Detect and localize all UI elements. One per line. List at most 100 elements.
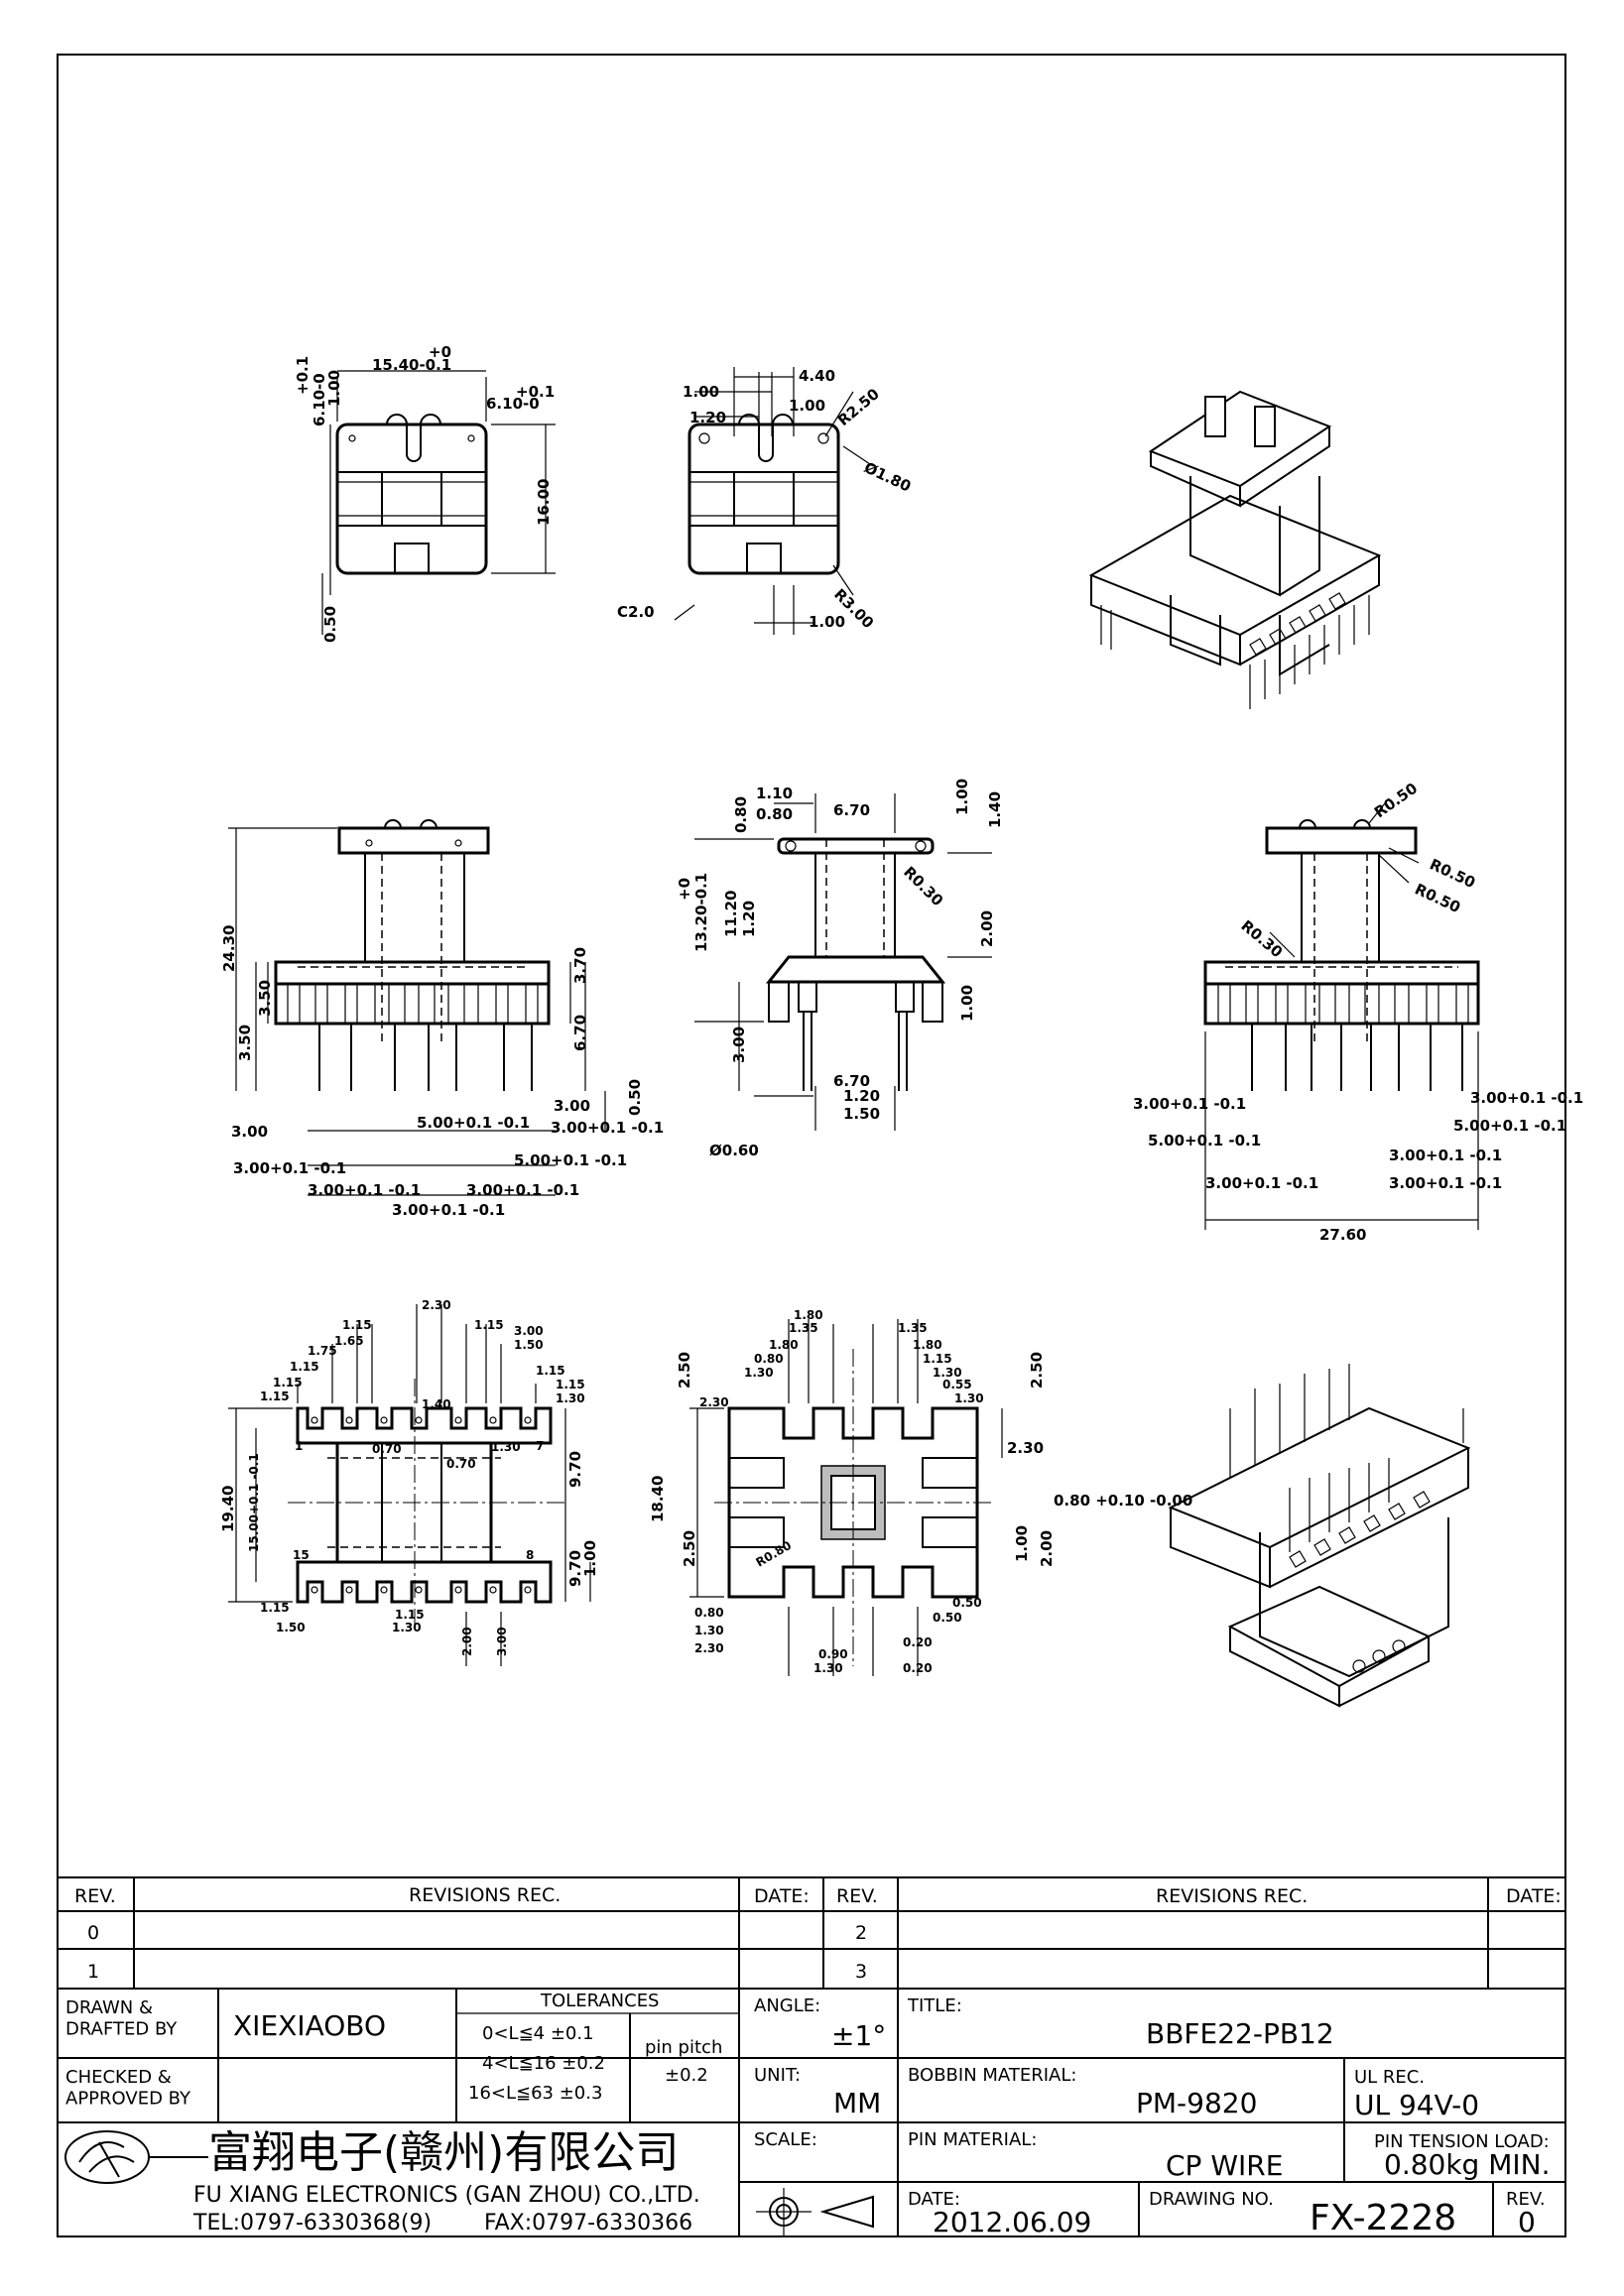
dim-label: 3.00+0.1 -0.1 <box>551 1119 664 1137</box>
dim-label: Ø1.80 <box>861 458 914 495</box>
dim-label: 0.55 <box>942 1378 972 1391</box>
dim-label: 9.70 <box>566 1451 584 1488</box>
dim-label: 0.20 <box>903 1661 933 1675</box>
dim-label: R2.50 <box>834 385 883 429</box>
revisions-header: REVISIONS REC. <box>1156 1885 1308 1907</box>
dim-label: 1.00 <box>683 383 719 401</box>
dim-label: 0.50 <box>952 1596 982 1610</box>
bobbin-material-label: BOBBIN MATERIAL: <box>908 2065 1076 2086</box>
angle-label: ANGLE: <box>754 1995 820 2016</box>
rev-header: REV. <box>836 1885 878 1907</box>
dim-label: 1.30 <box>813 1661 843 1675</box>
dim-label: 3.50 <box>236 1025 254 1061</box>
dim-label: 1.00 <box>809 613 845 631</box>
dim-label: 1.00 <box>581 1540 599 1577</box>
dim-label: 0.20 <box>903 1635 933 1649</box>
revisions-header: REVISIONS REC. <box>409 1884 561 1906</box>
dim-label: +0 <box>429 343 451 361</box>
dim-label: 1.30 <box>392 1621 422 1634</box>
dim-label: 24.30 <box>220 925 238 972</box>
bobbin-material-value: PM-9820 <box>1136 2087 1257 2119</box>
pin-pitch-value: ±0.2 <box>665 2065 708 2086</box>
dim-label: 16.00 <box>535 479 553 526</box>
dim-label: Ø0.60 <box>709 1142 759 1159</box>
dim-label: R0.30 <box>1237 916 1286 961</box>
dim-label: 0.50 <box>626 1079 644 1116</box>
dim-label: R0.50 <box>1412 880 1463 916</box>
dim-label: 2.50 <box>681 1530 698 1567</box>
company-logo <box>64 2130 150 2184</box>
dim-label: 0.70 <box>372 1442 402 1456</box>
dim-label: 1.80 <box>769 1338 799 1352</box>
tolerance-row: 0<L≦4 ±0.1 <box>482 2023 594 2044</box>
rev-label: REV. <box>1506 2189 1546 2210</box>
dim-label: 4.40 <box>799 367 835 385</box>
dim-label: 5.00+0.1 -0.1 <box>514 1151 627 1169</box>
dim-label: 6.10-0 <box>486 395 540 413</box>
view-front-right: R0.50 R0.50 R0.50 R0.30 3.00+0.1 -0.1 3.… <box>1133 780 1583 1244</box>
dim-label: 3.00+0.1 -0.1 <box>392 1201 505 1219</box>
dim-label: 1.30 <box>954 1391 984 1405</box>
dim-label: C2.0 <box>617 603 655 621</box>
dim-label: 19.40 <box>219 1486 237 1532</box>
dim-label: 0.80 <box>694 1606 724 1620</box>
dim-label: 3.50 <box>256 980 274 1017</box>
dim-label: 3.00 <box>231 1123 268 1141</box>
dim-label: 3.00 <box>730 1027 748 1063</box>
tolerances-label: TOLERANCES <box>540 1991 660 2011</box>
rev-row: 0 <box>87 1922 99 1944</box>
dim-label: R0.50 <box>1371 780 1421 822</box>
view-top-left: +0 15.40-0.1 +0.1 6.10-0 +0.1 6.10-0 1.0… <box>294 343 556 643</box>
dim-label: 0.80 <box>756 805 793 823</box>
pin-pitch-label: pin pitch <box>645 2037 722 2058</box>
dim-label: 2.00 <box>460 1627 474 1656</box>
dim-label: 1.20 <box>843 1087 880 1105</box>
dim-label: 9.70 <box>566 1550 584 1587</box>
pin-material-label: PIN MATERIAL: <box>908 2129 1037 2150</box>
dim-label: R0.30 <box>900 863 946 909</box>
ul-rec-label: UL REC. <box>1354 2067 1425 2088</box>
dim-label: 1.30 <box>933 1366 962 1380</box>
dim-label: 5.00+0.1 -0.1 <box>1148 1132 1261 1149</box>
dim-label: 2.30 <box>1007 1439 1044 1457</box>
dim-label: 1.30 <box>556 1391 585 1405</box>
dim-label: 2.00 <box>1038 1530 1056 1567</box>
company-tel: TEL:0797-6330368(9) <box>192 2211 432 2236</box>
dim-label: 13.20-0.1 <box>692 873 710 952</box>
dim-label: 11.20 <box>722 891 740 937</box>
rev-row: 3 <box>855 1961 867 1983</box>
dim-label: 1.15 <box>474 1318 504 1332</box>
dim-label: 6.70 <box>833 1072 870 1090</box>
rev-row: 1 <box>87 1961 99 1983</box>
dim-label: 1.50 <box>276 1621 306 1634</box>
drawing-number: FX-2228 <box>1310 2198 1456 2238</box>
dim-label: 1.20 <box>689 409 726 426</box>
dim-label: 3.00+0.1 -0.1 <box>1389 1147 1502 1164</box>
dim-label: 0.90 <box>818 1647 848 1661</box>
dim-label: 1.15 <box>536 1364 565 1378</box>
dim-label: 2.30 <box>699 1395 729 1409</box>
ul-rec-value: UL 94V-0 <box>1354 2089 1479 2121</box>
unit-label: UNIT: <box>754 2065 801 2086</box>
rev-row: 2 <box>855 1922 867 1944</box>
dim-label: 3.00+0.1 -0.1 <box>1133 1095 1246 1113</box>
rev-header: REV. <box>74 1885 116 1907</box>
dim-label: 3.00+0.1 -0.1 <box>233 1159 346 1177</box>
title-block: REV. REVISIONS REC. DATE: REV. REVISIONS… <box>57 1876 1566 2238</box>
dim-label: +0.1 <box>516 383 555 401</box>
pin-number-label: 1 <box>295 1439 303 1453</box>
dim-label: 3.00+0.1 -0.1 <box>1389 1174 1502 1192</box>
dim-label: 3.00+0.1 -0.1 <box>1470 1089 1583 1107</box>
dim-label: 1.15 <box>290 1360 319 1374</box>
dim-label: 3.00+0.1 -0.1 <box>1205 1174 1318 1192</box>
pin-tension-label: PIN TENSION LOAD: <box>1374 2131 1550 2152</box>
date-header: DATE: <box>754 1885 810 1907</box>
dim-label: 1.15 <box>556 1378 585 1391</box>
view-bottom-left: 2.30 1.15 1.15 3.00 1.50 1.75 1.65 1.15 … <box>219 1298 599 1666</box>
dim-label: 2.50 <box>676 1352 693 1389</box>
dim-label: 0.50 <box>933 1611 962 1625</box>
dim-label: 1.80 <box>913 1338 942 1352</box>
isometric-view-bottom <box>1168 1364 1471 1708</box>
dim-label: 3.00 <box>514 1324 544 1338</box>
dim-label: 6.70 <box>833 801 870 819</box>
